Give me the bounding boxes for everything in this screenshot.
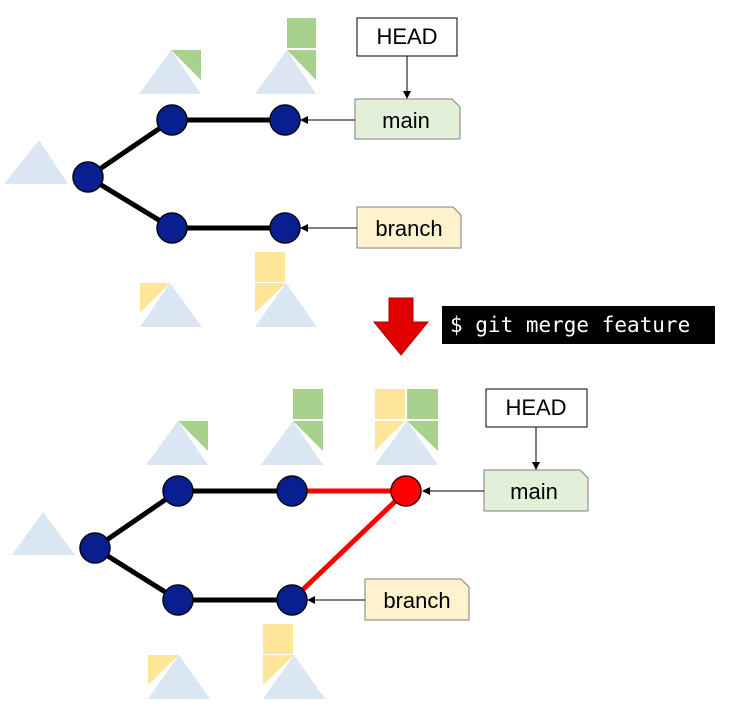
house-icon-main-2-after — [261, 389, 323, 465]
after-graph: HEAD main branch — [12, 388, 589, 699]
house-icon-merge — [375, 389, 438, 465]
merge-edge-branch — [290, 489, 408, 602]
house-icon-main-2 — [255, 18, 316, 94]
commit-node-main-2-after — [276, 475, 308, 507]
main-tag-after — [483, 469, 589, 512]
house-icon-main-1 — [139, 50, 201, 94]
edge-root-branch-after — [93, 545, 180, 603]
house-icon-branch-1 — [140, 283, 202, 327]
command-text: $ git merge feature — [450, 313, 690, 337]
branch-tag-label-after: branch — [383, 588, 450, 613]
main-tag-label: main — [382, 108, 430, 133]
house-icon-branch-2-after — [263, 624, 325, 699]
edge-root-branch — [86, 174, 174, 231]
edge-root-main-after — [93, 488, 180, 551]
house-icon-branch-1-after — [148, 655, 210, 699]
commit-node-branch-2 — [269, 212, 301, 244]
commit-node-main-2 — [269, 104, 301, 136]
commit-node-main-1 — [156, 104, 188, 136]
edge-root-main — [86, 117, 174, 180]
main-tag — [354, 98, 461, 140]
head-label-after: HEAD — [505, 395, 566, 420]
house-icon-branch-2 — [255, 252, 317, 327]
before-graph: HEAD main branch — [4, 17, 462, 327]
head-label: HEAD — [376, 24, 437, 49]
commit-node-branch-1 — [156, 212, 188, 244]
house-icon-root — [4, 140, 68, 184]
commit-node-root — [72, 161, 104, 193]
main-tag-label-after: main — [510, 479, 558, 504]
merge-commit-node — [390, 475, 422, 507]
red-down-arrow-icon — [372, 297, 430, 356]
branch-tag — [356, 206, 462, 249]
commit-node-branch-1-after — [162, 584, 194, 616]
branch-tag-after — [364, 578, 470, 621]
house-icon-root-after — [12, 512, 75, 555]
branch-tag-label: branch — [375, 216, 442, 241]
commit-node-main-1-after — [162, 475, 194, 507]
commit-node-branch-2-after — [276, 584, 308, 616]
house-icon-main-1-after — [146, 421, 208, 465]
command-banner — [442, 306, 715, 344]
commit-node-root-after — [79, 532, 111, 564]
